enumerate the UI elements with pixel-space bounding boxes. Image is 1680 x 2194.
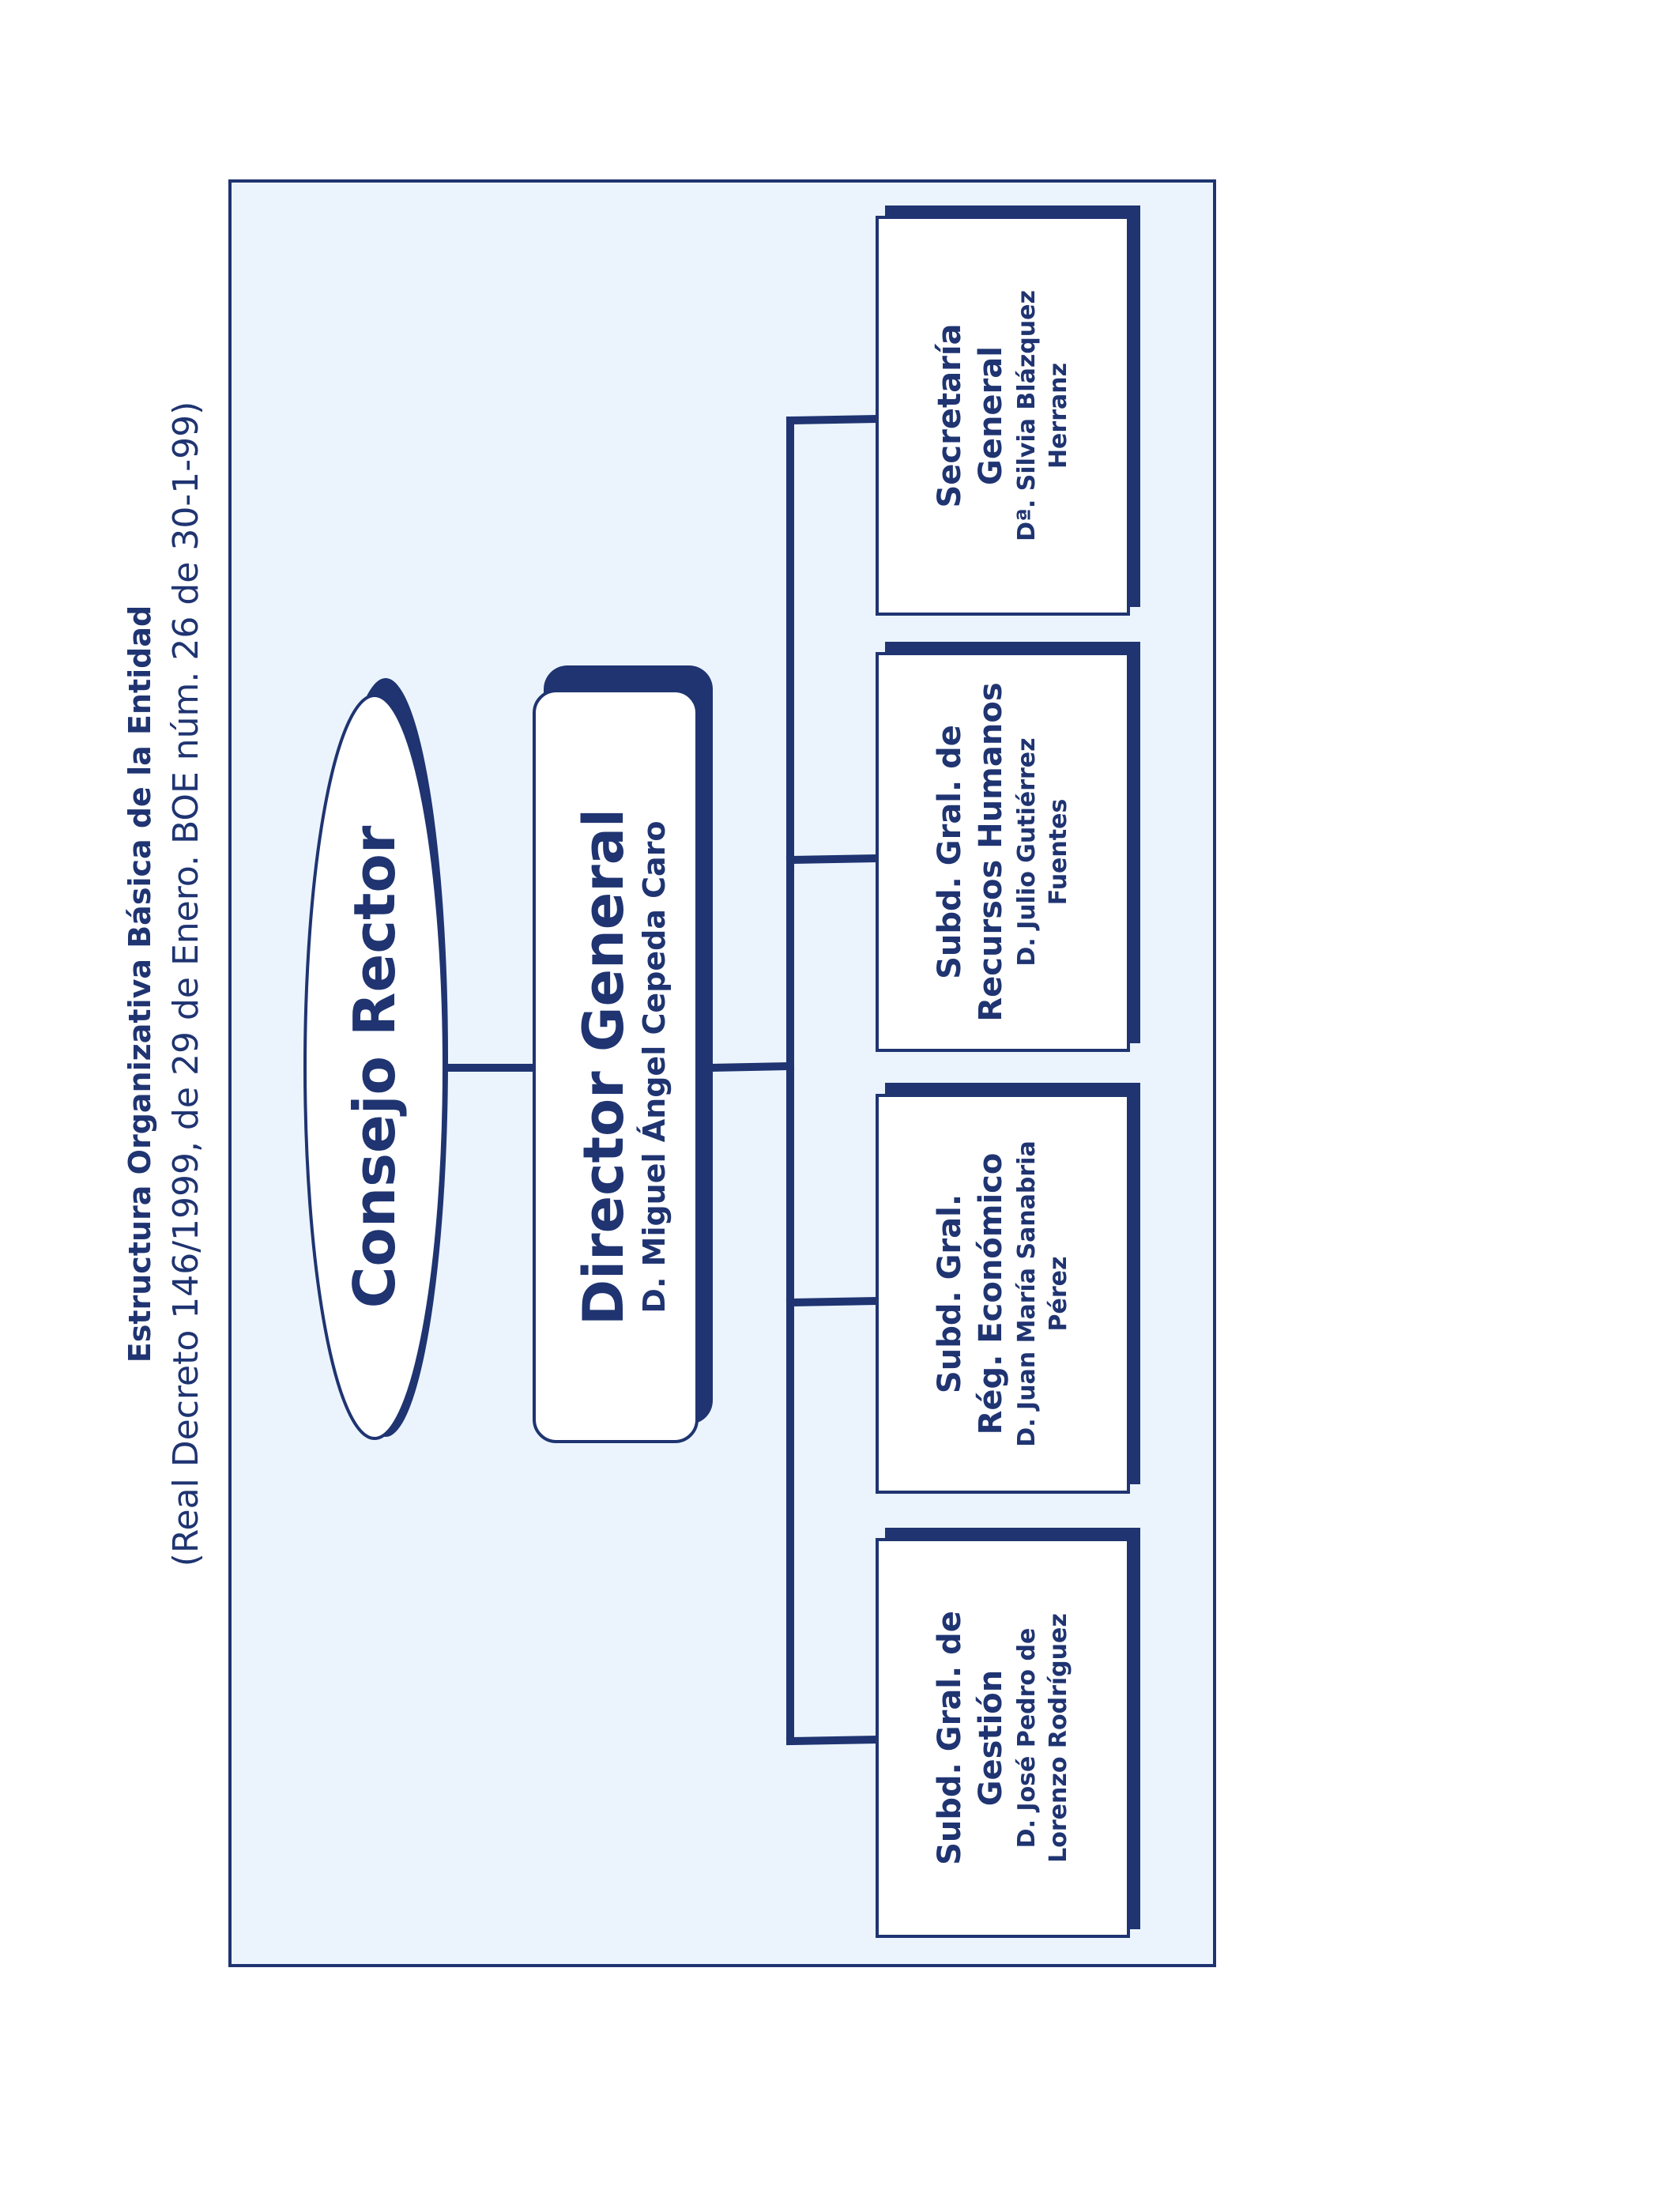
connector-branch-gestion xyxy=(785,1735,883,1746)
unit-node-rrhh: Subd. Gral. de Recursos Humanos D. Julio… xyxy=(929,682,1075,1021)
council-node: Consejo Rector xyxy=(341,826,409,1309)
unit-title-line: General xyxy=(973,346,1009,486)
unit-name-line: Lorenzo Rodríguez xyxy=(1045,1613,1072,1863)
unit-name-line: D. Julio Gutiérrez xyxy=(1013,737,1041,967)
connector-branch-economico xyxy=(785,1296,883,1307)
unit-box-economico xyxy=(876,1083,1140,1494)
unit-name-line: D. Juan María Sanabria xyxy=(1013,1140,1041,1447)
connector-branch-rrhh xyxy=(785,854,883,865)
unit-title-line: Recursos Humanos xyxy=(973,682,1009,1022)
council-label: Consejo Rector xyxy=(341,825,408,1309)
unit-name-line: D. José Pedro de xyxy=(1013,1627,1041,1849)
director-node: Director General D. Miguel Ángel Cepeda … xyxy=(571,808,673,1326)
unit-box-secretaria xyxy=(876,205,1140,616)
director-title: Director General xyxy=(571,808,636,1326)
unit-name-line: Pérez xyxy=(1045,1256,1072,1332)
connector-branch-secretaria xyxy=(785,414,883,425)
unit-title-line: Subd. Gral. de xyxy=(932,1611,968,1865)
unit-node-gestion: Subd. Gral. de Gestión D. José Pedro de … xyxy=(929,1611,1075,1865)
unit-title-line: Rég. Económico xyxy=(973,1152,1009,1435)
unit-box-rrhh xyxy=(876,642,1140,1052)
unit-name-line: Herranz xyxy=(1045,362,1072,469)
unit-title-line: Secretaría xyxy=(932,323,968,508)
connector-director-trunk xyxy=(706,1061,795,1072)
unit-name-line: Dª. Silvia Blázquez xyxy=(1013,290,1041,541)
unit-box-gestion xyxy=(876,1528,1140,1938)
unit-title-line: Subd. Gral. xyxy=(932,1193,968,1394)
council-ellipse xyxy=(303,694,446,1440)
unit-node-economico: Subd. Gral. Rég. Económico D. Juan María… xyxy=(929,1140,1075,1446)
unit-title-line: Subd. Gral. de xyxy=(932,725,968,979)
director-name: D. Miguel Ángel Cepeda Caro xyxy=(637,820,672,1314)
unit-name-line: Fuentes xyxy=(1045,798,1072,906)
director-box xyxy=(533,689,699,1443)
unit-node-secretaria: Secretaría General Dª. Silvia Blázquez H… xyxy=(929,290,1075,541)
unit-title-line: Gestión xyxy=(973,1669,1009,1807)
